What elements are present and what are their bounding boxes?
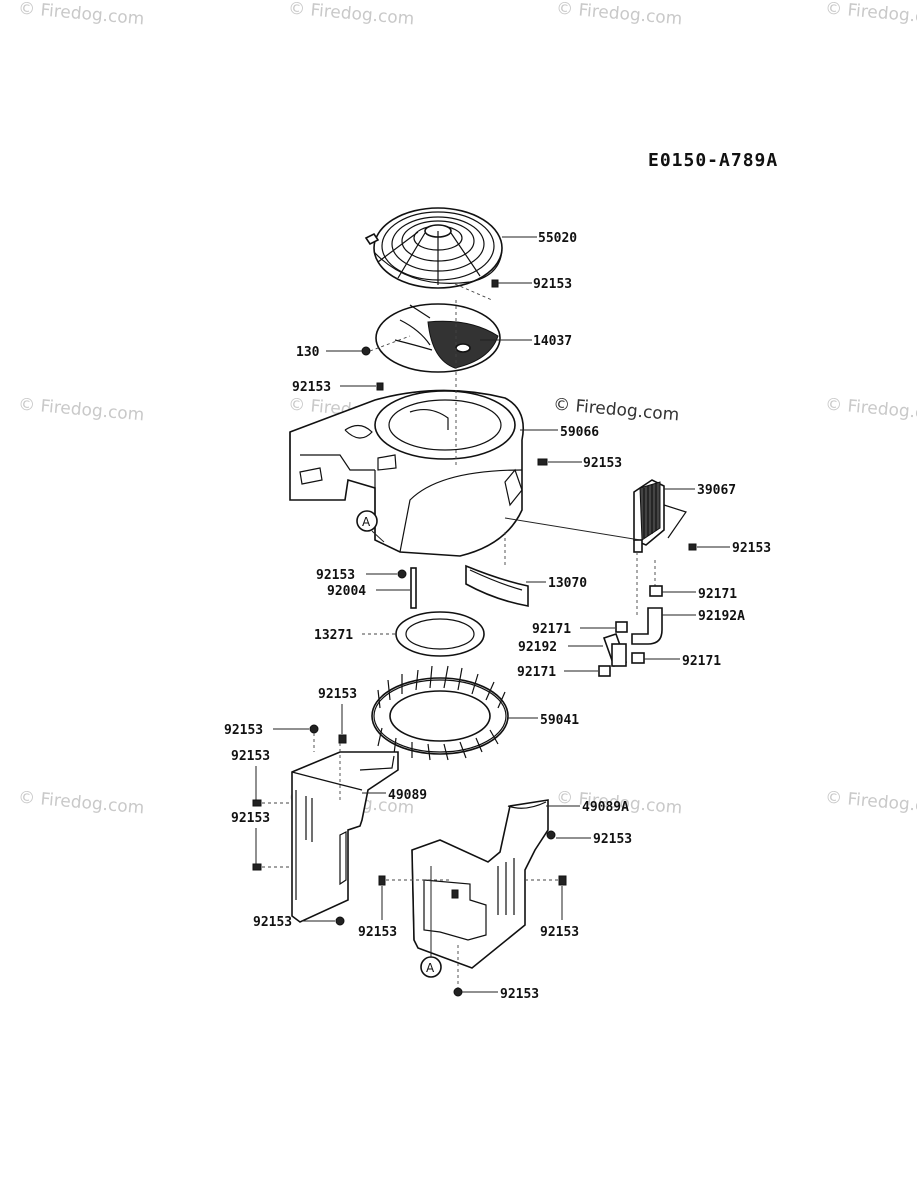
svg-text:A: A: [426, 961, 435, 975]
screw-icon: [451, 889, 459, 899]
part-number-label: 92153: [583, 456, 622, 471]
oil-hose-92192A: [631, 607, 663, 645]
screw-icon: [558, 875, 567, 886]
part-number-label: 13271: [314, 628, 353, 643]
screw-icon: [491, 279, 499, 288]
flywheel-fan-59041: [371, 665, 509, 761]
part-number-label: 92153: [318, 687, 357, 702]
part-number-label: 59041: [540, 713, 579, 728]
part-number-label: 59066: [560, 425, 599, 440]
diagram-code: E0150-A789A: [648, 150, 779, 171]
hose-clamp-icon: [598, 665, 611, 677]
oil-hose-92192: [602, 632, 628, 668]
part-number-label: 92153: [292, 380, 331, 395]
part-number-label: 92153: [593, 832, 632, 847]
gasket-13271: [395, 611, 485, 657]
nut-icon: [546, 830, 556, 840]
fan-plate-14037: [375, 303, 501, 373]
nut-icon: [361, 346, 371, 356]
shroud-49089: [291, 751, 399, 923]
stud-icon: [410, 567, 417, 609]
shroud-49089A: [411, 799, 549, 969]
part-number-label: 92153: [533, 277, 572, 292]
part-number-label: 92192: [518, 640, 557, 655]
part-number-label: 92153: [224, 723, 263, 738]
part-number-label: 92153: [732, 541, 771, 556]
screw-icon: [376, 382, 384, 391]
screw-icon: [378, 875, 386, 886]
hose-clamp-icon: [649, 585, 663, 597]
reference-marker: A: [356, 510, 385, 543]
part-number-label: 92192A: [698, 609, 745, 624]
part-number-label: 92171: [682, 654, 721, 669]
nut-icon: [335, 916, 345, 926]
part-number-label: 92153: [253, 915, 292, 930]
nut-icon: [397, 569, 407, 579]
part-number-label: 92004: [327, 584, 366, 599]
plate-13070: [465, 564, 529, 607]
part-number-label: 92153: [231, 811, 270, 826]
svg-text:A: A: [362, 515, 371, 529]
screw-icon: [688, 543, 697, 551]
reference-marker: A: [420, 866, 442, 978]
part-number-label: 92153: [540, 925, 579, 940]
screw-icon: [252, 799, 262, 807]
part-number-label: 13070: [548, 576, 587, 591]
screw-icon: [252, 863, 262, 871]
part-number-label: 92171: [698, 587, 737, 602]
part-number-label: 92171: [517, 665, 556, 680]
part-number-label: 130: [296, 345, 320, 360]
part-number-label: 49089A: [582, 800, 629, 815]
screw-icon: [537, 458, 548, 466]
part-number-label: 92153: [358, 925, 397, 940]
part-number-label: 92171: [532, 622, 571, 637]
hose-clamp-icon: [615, 621, 628, 633]
part-number-label: 55020: [538, 231, 577, 246]
part-number-label: 14037: [533, 334, 572, 349]
nut-icon: [309, 724, 319, 734]
fan-screen-55020: [364, 207, 503, 289]
part-number-label: 92153: [500, 987, 539, 1002]
hose-clamp-icon: [631, 652, 645, 664]
screw-icon: [338, 734, 347, 744]
part-number-label: 92153: [316, 568, 355, 583]
part-number-label: 39067: [697, 483, 736, 498]
part-number-label: 92153: [231, 749, 270, 764]
part-number-label: 49089: [388, 788, 427, 803]
blower-housing-59066: [289, 389, 524, 557]
nut-icon: [453, 987, 463, 997]
oil-cooler-39067: [633, 479, 687, 553]
